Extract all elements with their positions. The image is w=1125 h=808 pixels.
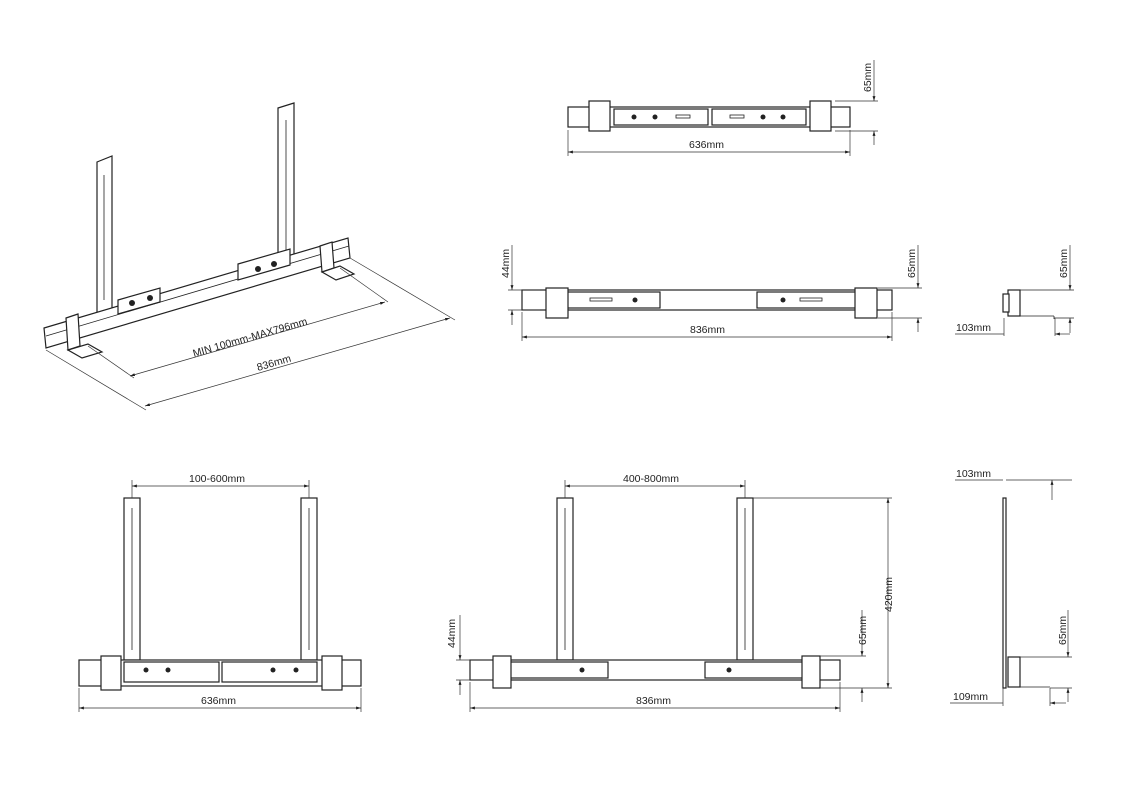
- f836-bar-height-label: 44mm: [446, 619, 458, 648]
- f836-spacing-label: 400-800mm: [623, 473, 679, 485]
- side-view-small: 65mm 103mm: [955, 245, 1074, 336]
- side-tall-height-label: 65mm: [1057, 616, 1069, 645]
- ext-length-label: 836mm: [690, 324, 725, 336]
- iso-foot-plate-left: [66, 343, 104, 359]
- iso-length-label: 836mm: [256, 353, 293, 374]
- bracket-left: [100, 655, 122, 691]
- f836-height-label: 65mm: [857, 616, 869, 645]
- iso-foot-left: [65, 313, 81, 351]
- bracket-right: [801, 655, 821, 689]
- top-height-label: 65mm: [862, 63, 874, 92]
- side-small-depth-label: 103mm: [956, 322, 991, 334]
- bracket-left: [492, 655, 512, 689]
- side-view-tall: 103mm 65mm 109mm: [950, 468, 1072, 706]
- front-view-extended: 836mm 44mm 65mm: [500, 245, 922, 341]
- iso-foot-plate-right: [320, 265, 356, 281]
- f636-spacing-label: 100-600mm: [189, 473, 245, 485]
- iso-rail: [43, 237, 351, 349]
- f836-total-height-label: 420mm: [883, 577, 895, 612]
- upright-side: [1002, 497, 1007, 689]
- ext-height-label: 65mm: [906, 249, 918, 278]
- top-view: 636mm 65mm: [567, 60, 878, 156]
- side-tall-top-depth-label: 103mm: [956, 468, 991, 480]
- f636-length-label: 636mm: [201, 695, 236, 707]
- f836-length-label: 836mm: [636, 695, 671, 707]
- side-tall-bottom-depth-label: 109mm: [953, 691, 988, 703]
- bracket-right: [321, 655, 343, 691]
- front-view-636: 100-600mm 636mm: [78, 473, 362, 712]
- top-length-label: 636mm: [689, 139, 724, 151]
- bracket-left: [588, 100, 611, 132]
- bracket-right: [809, 100, 832, 132]
- iso-slider-right: [237, 248, 291, 281]
- front-view-836: 400-800mm 420mm 65mm 44mm 836mm: [446, 473, 895, 712]
- bracket-right: [854, 287, 878, 319]
- isometric-view: MIN 100mm-MAX796mm 836mm: [43, 102, 456, 411]
- iso-foot-right: [319, 241, 335, 273]
- side-small-height-label: 65mm: [1058, 249, 1070, 278]
- iso-range-label: MIN 100mm-MAX796mm: [192, 316, 309, 360]
- bracket-left: [545, 287, 569, 319]
- ext-bar-height-label: 44mm: [500, 249, 512, 278]
- iso-upright-left: [96, 155, 113, 315]
